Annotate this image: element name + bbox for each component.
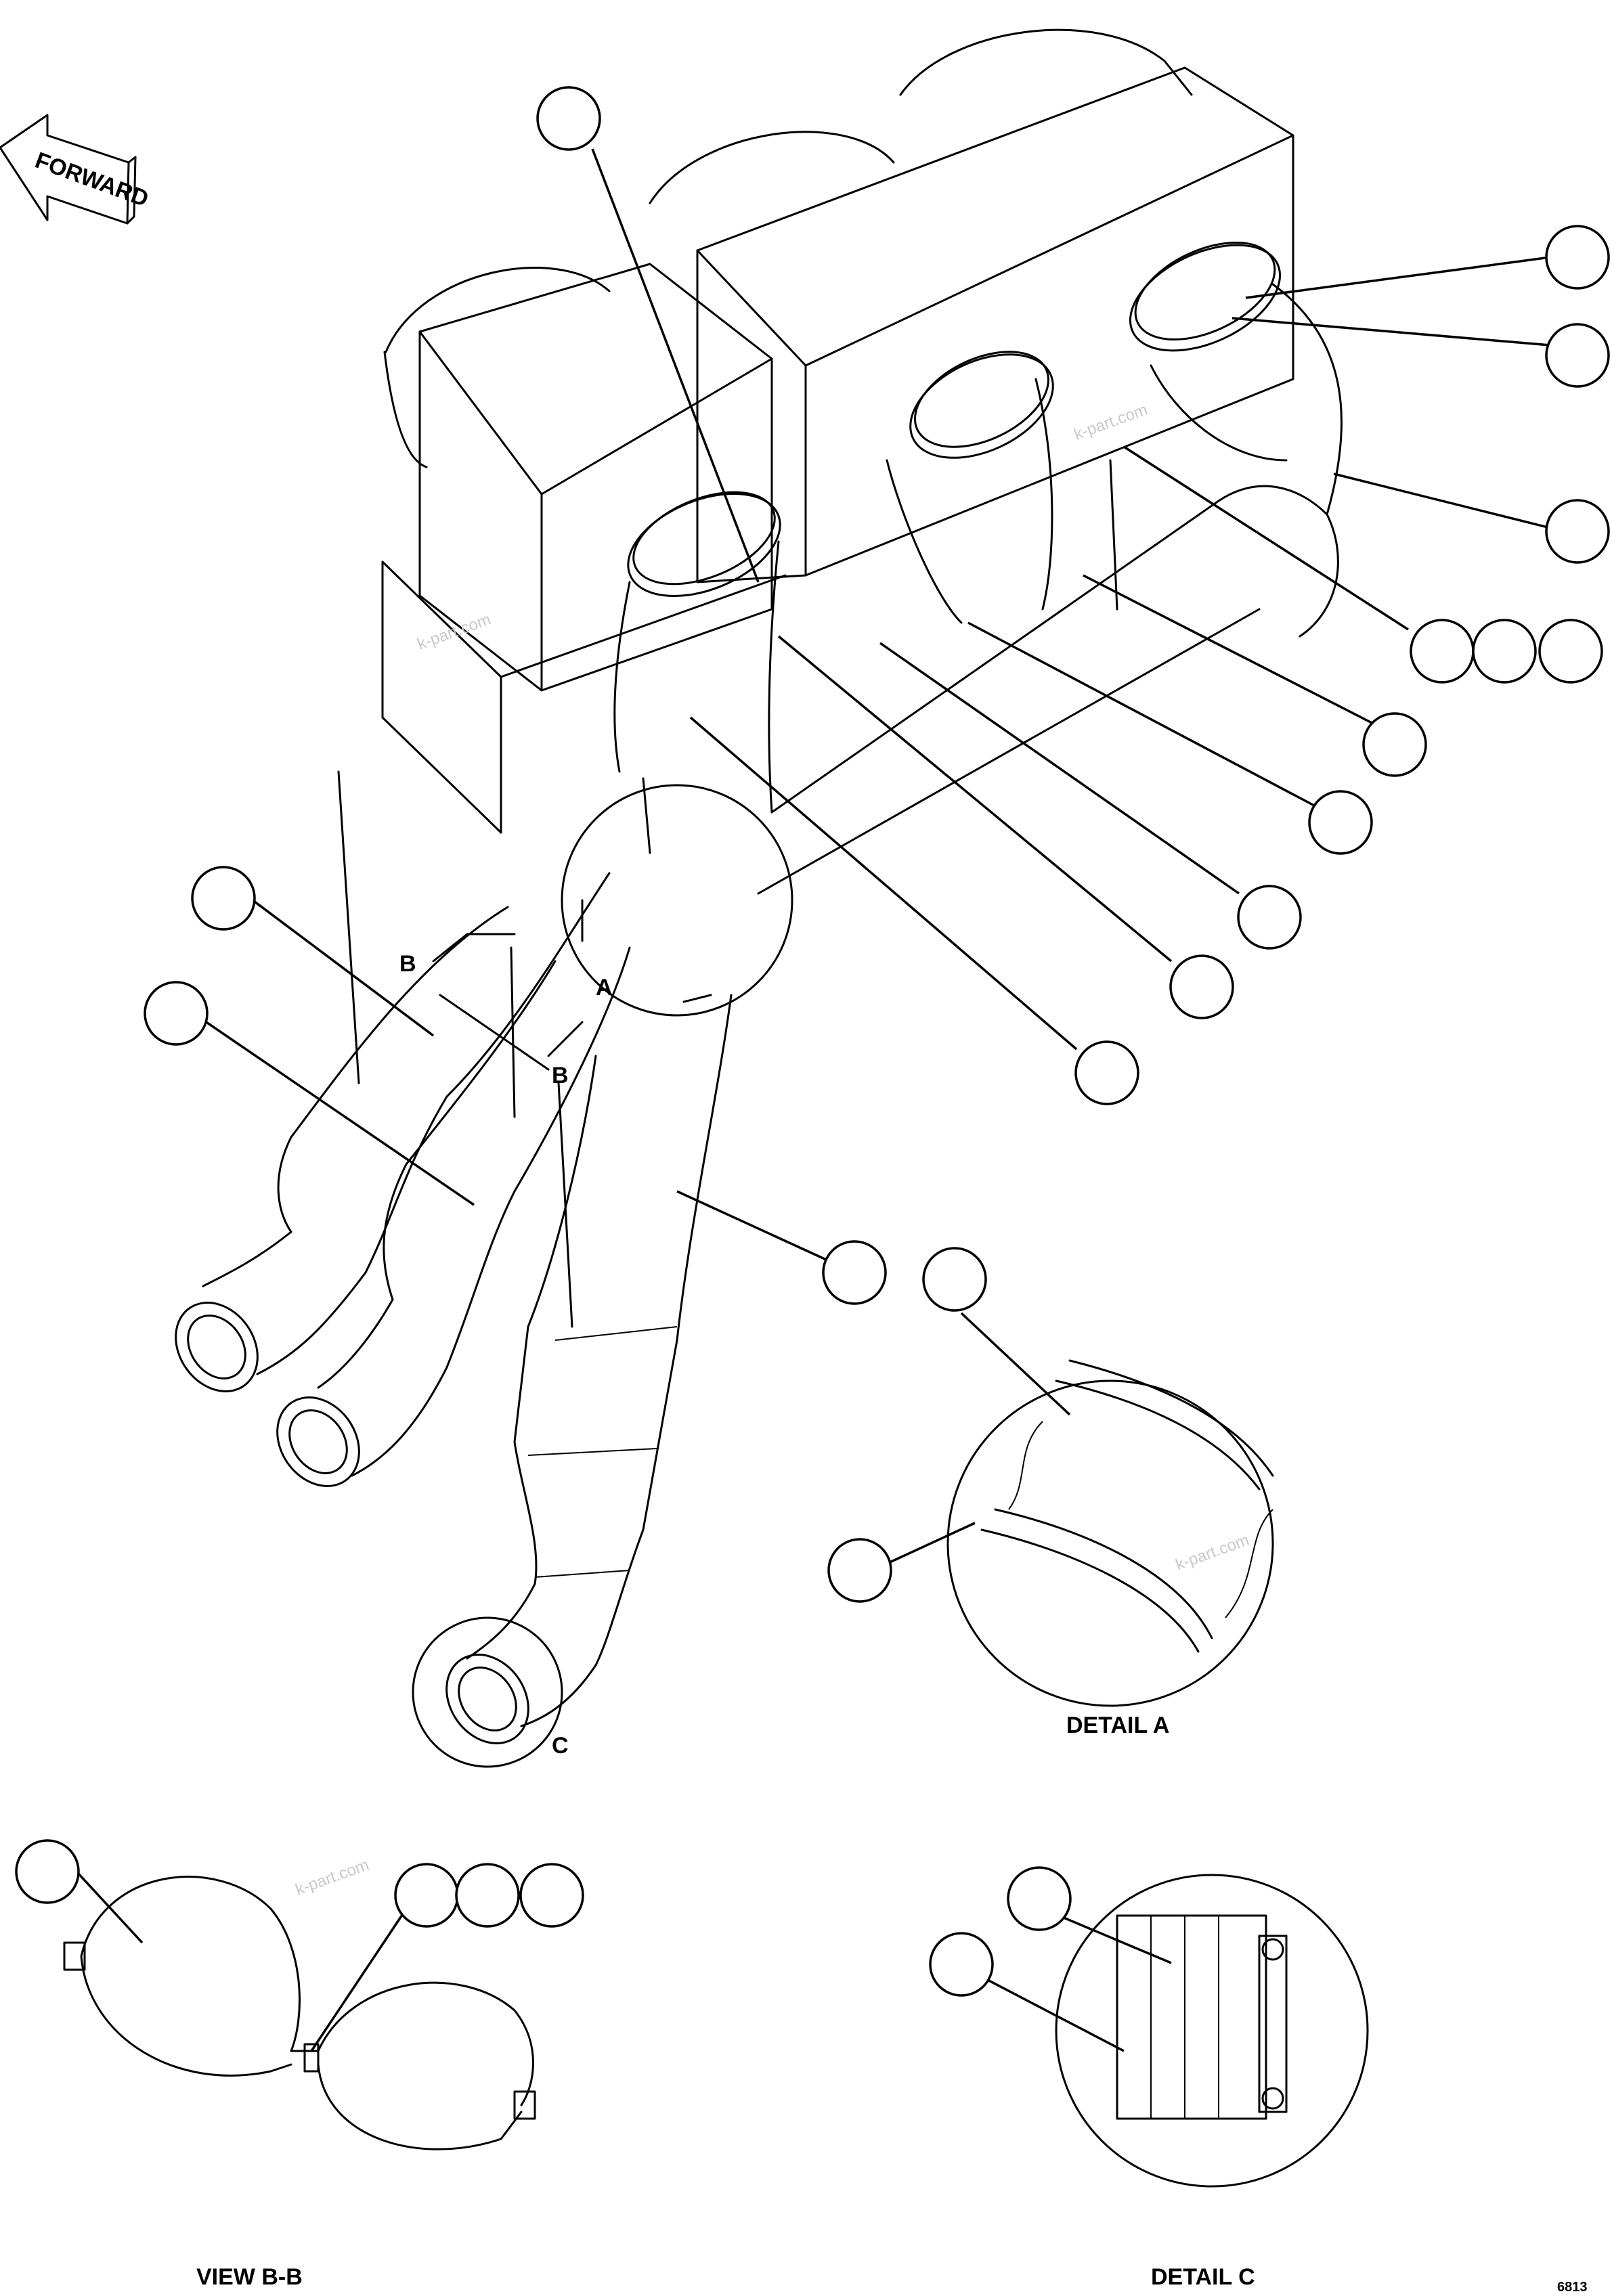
detail-a-label: DETAIL A [1066,1713,1169,1738]
callout-4 [1545,499,1610,564]
watermark-1: k-part.com [415,610,494,653]
detail-c-indicator-circle [412,1616,563,1768]
forward-arrow: FORWARD [0,114,152,225]
callout-13 [191,866,256,931]
callout-6 [1472,619,1537,684]
elbow-pipes [613,241,1343,814]
callout-17 [827,1538,892,1603]
callout-5 [1410,619,1475,684]
callout-14 [144,981,209,1046]
marker-a: A [596,975,613,1000]
callout-10 [1237,885,1302,950]
detail-c-label: DETAIL C [1151,2264,1255,2290]
callout-2 [1545,225,1610,290]
callout-9 [1308,790,1373,855]
callout-19 [394,1863,459,1928]
callout-3 [1545,323,1610,388]
callout-23 [929,1932,994,1997]
callout-leaders [60,148,1551,2052]
support-rods [337,459,1118,1328]
tailpipes [175,872,733,1768]
watermark-2: k-part.com [1072,400,1150,443]
watermark-4: k-part.com [293,1855,372,1899]
callout-7 [1538,619,1603,684]
callout-8 [1362,712,1427,777]
marker-c: C [552,1733,569,1759]
view-b-label: VIEW B-B [196,2264,303,2290]
callout-12 [1074,1040,1139,1105]
detail-a-indicator-circle [561,784,793,1017]
callout-16 [922,1247,987,1312]
view-markers: A B B C [399,899,712,1759]
callout-22 [1007,1866,1072,1931]
callout-21 [519,1863,584,1928]
callout-15 [822,1240,887,1305]
watermark-3: k-part.com [1173,1530,1252,1574]
marker-b-bottom: B [552,1063,569,1088]
callout-18 [15,1839,80,1904]
muffler-housings [381,28,1339,895]
detail-a: DETAIL A [946,1359,1274,1738]
view-b-b: VIEW B-B [63,1876,536,2290]
marker-b-top: B [399,951,416,977]
sheet-code: 6813 [1557,2280,1588,2295]
callout-11 [1169,954,1234,1019]
callout-1 [536,86,601,151]
callout-20 [455,1863,520,1928]
callout-bubbles [15,86,1610,1997]
detail-c: DETAIL C [1055,1874,1369,2290]
